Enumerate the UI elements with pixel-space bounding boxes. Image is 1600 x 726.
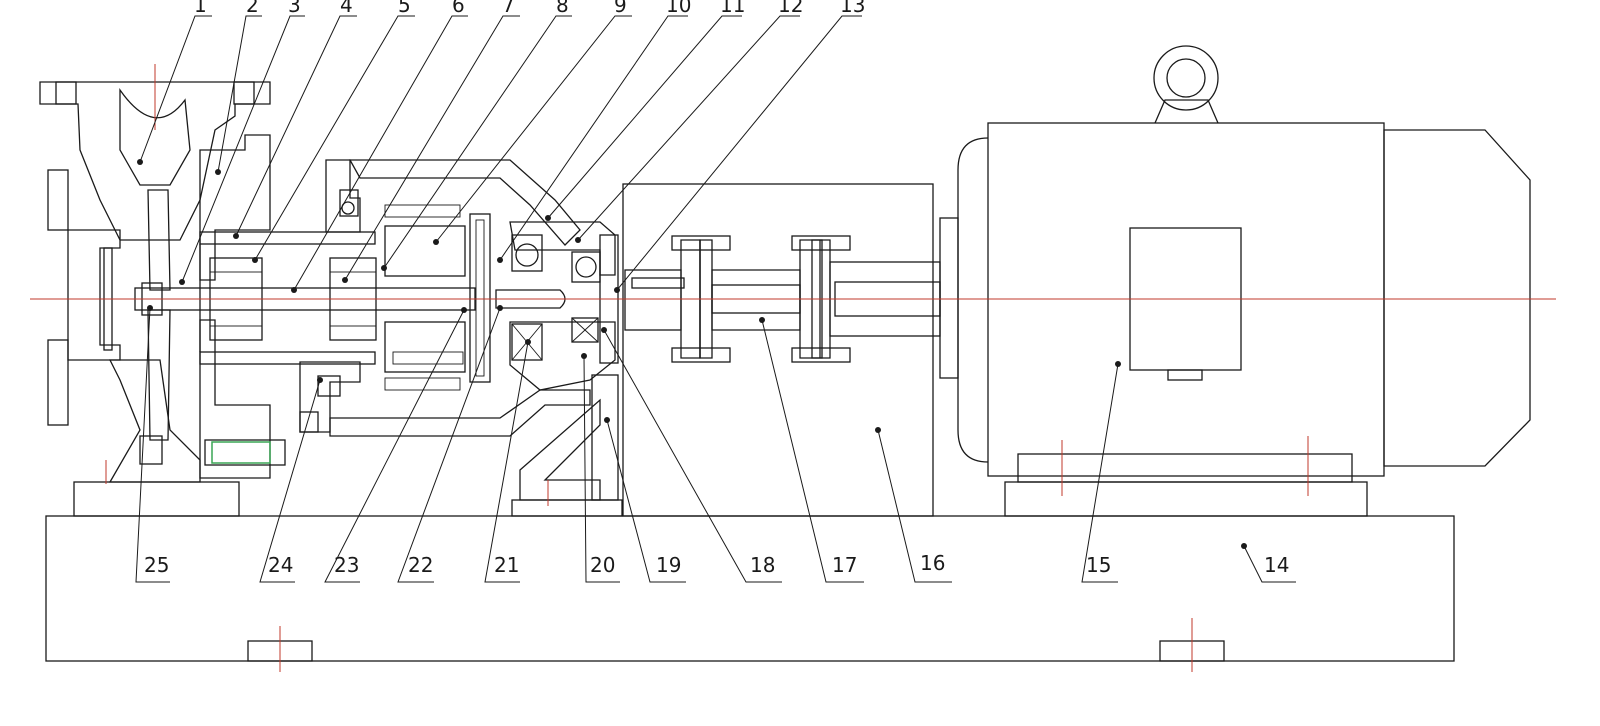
inner-shaft-section <box>134 231 476 365</box>
bracket-support <box>511 374 623 517</box>
bottom-leaders <box>135 305 1296 583</box>
part-label: 6 <box>452 0 465 17</box>
part-label: 12 <box>778 0 803 17</box>
base-plate <box>45 515 1455 672</box>
part-label: 19 <box>656 553 681 577</box>
part-label: 15 <box>1086 553 1111 577</box>
part-label: 17 <box>832 553 857 577</box>
part-label: 9 <box>614 0 627 17</box>
bearing-housing <box>495 221 619 391</box>
part-label: 23 <box>334 553 359 577</box>
part-label: 16 <box>920 551 945 575</box>
bottom-labels: 25 24 23 22 21 20 19 18 17 16 15 14 <box>144 551 1289 577</box>
part-label: 3 <box>288 0 301 17</box>
pump-cover <box>199 134 286 479</box>
part-label: 25 <box>144 553 169 577</box>
part-label: 2 <box>246 0 259 17</box>
part-label: 22 <box>408 553 433 577</box>
part-label: 4 <box>340 0 353 17</box>
top-leaders <box>137 15 862 293</box>
part-label: 24 <box>268 553 293 577</box>
part-label: 8 <box>556 0 569 17</box>
part-label: 7 <box>502 0 515 17</box>
part-label: 13 <box>840 0 865 17</box>
impeller <box>103 189 171 465</box>
part-label: 14 <box>1264 553 1289 577</box>
coupling-guard <box>622 183 934 517</box>
pump-casing <box>39 64 271 517</box>
part-label: 18 <box>750 553 775 577</box>
part-label: 5 <box>398 0 411 17</box>
part-label: 11 <box>720 0 745 17</box>
motor <box>939 45 1531 517</box>
part-label: 20 <box>590 553 615 577</box>
part-label: 21 <box>494 553 519 577</box>
part-label: 10 <box>666 0 691 17</box>
part-label: 1 <box>194 0 207 17</box>
magnetic-drive-housing <box>299 159 591 437</box>
top-labels: 1 2 3 4 5 6 7 8 9 10 11 12 13 <box>194 0 865 17</box>
